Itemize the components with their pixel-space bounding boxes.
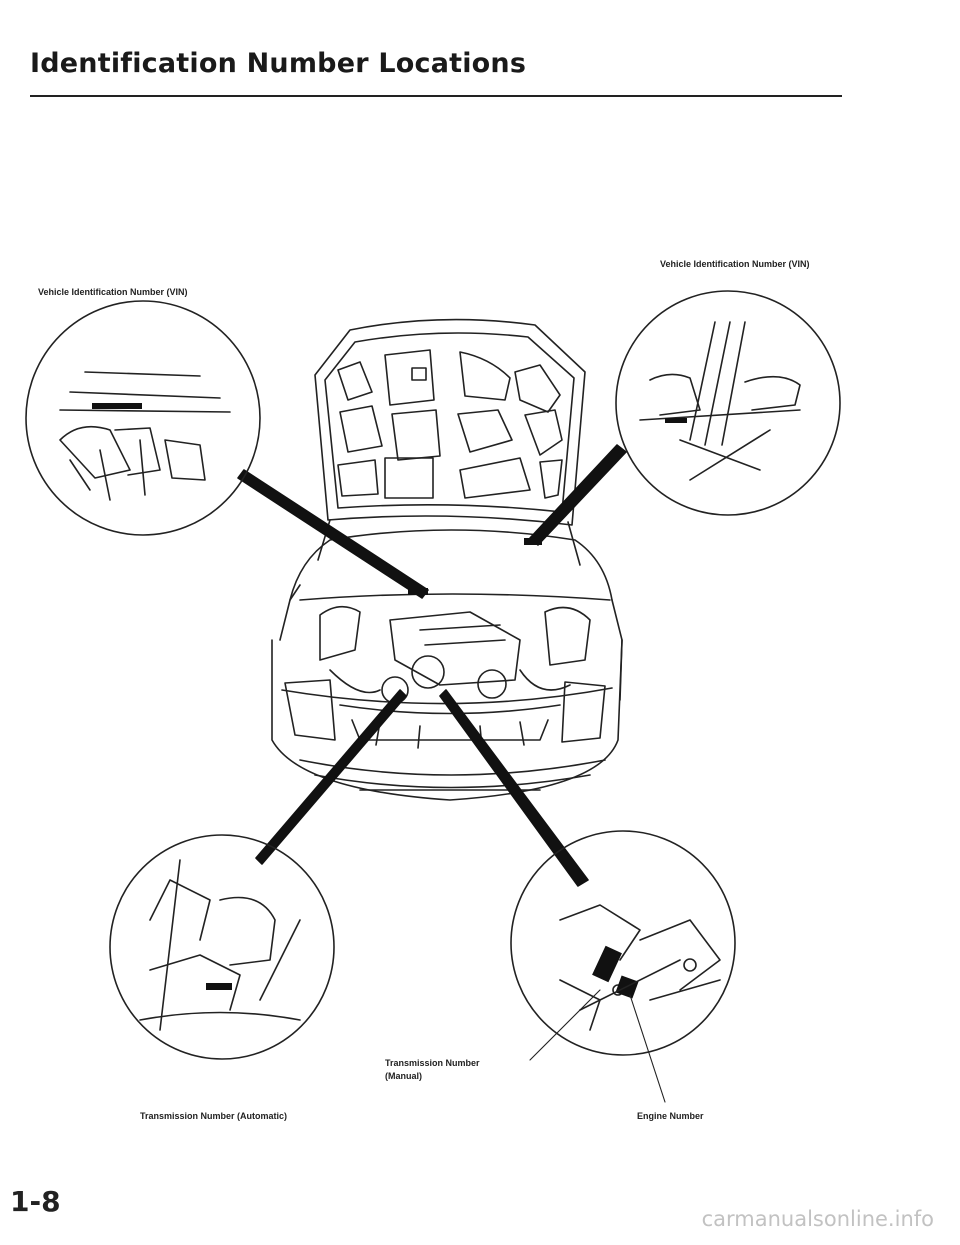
detail-vin-right [615,290,841,516]
detail-vin-left [25,300,261,536]
watermark: carmanualsonline.info [701,1207,934,1231]
trans-manual-label-line2: (Manual) [385,1071,422,1081]
detail-trans-auto [109,834,335,1060]
title-rule [30,95,842,97]
open-hood [314,318,586,566]
page-number: 1-8 [10,1185,61,1218]
vin-left-label: Vehicle Identification Number (VIN) [38,287,188,297]
trans-manual-label-line1: Transmission Number [385,1058,480,1068]
trans-auto-label: Transmission Number (Automatic) [140,1111,288,1121]
car-body [271,529,623,801]
page-title: Identification Number Locations [30,48,527,79]
vin-right-label: Vehicle Identification Number (VIN) [660,259,810,269]
engine-number-label: Engine Number [637,1111,704,1121]
detail-engine [510,830,736,1056]
